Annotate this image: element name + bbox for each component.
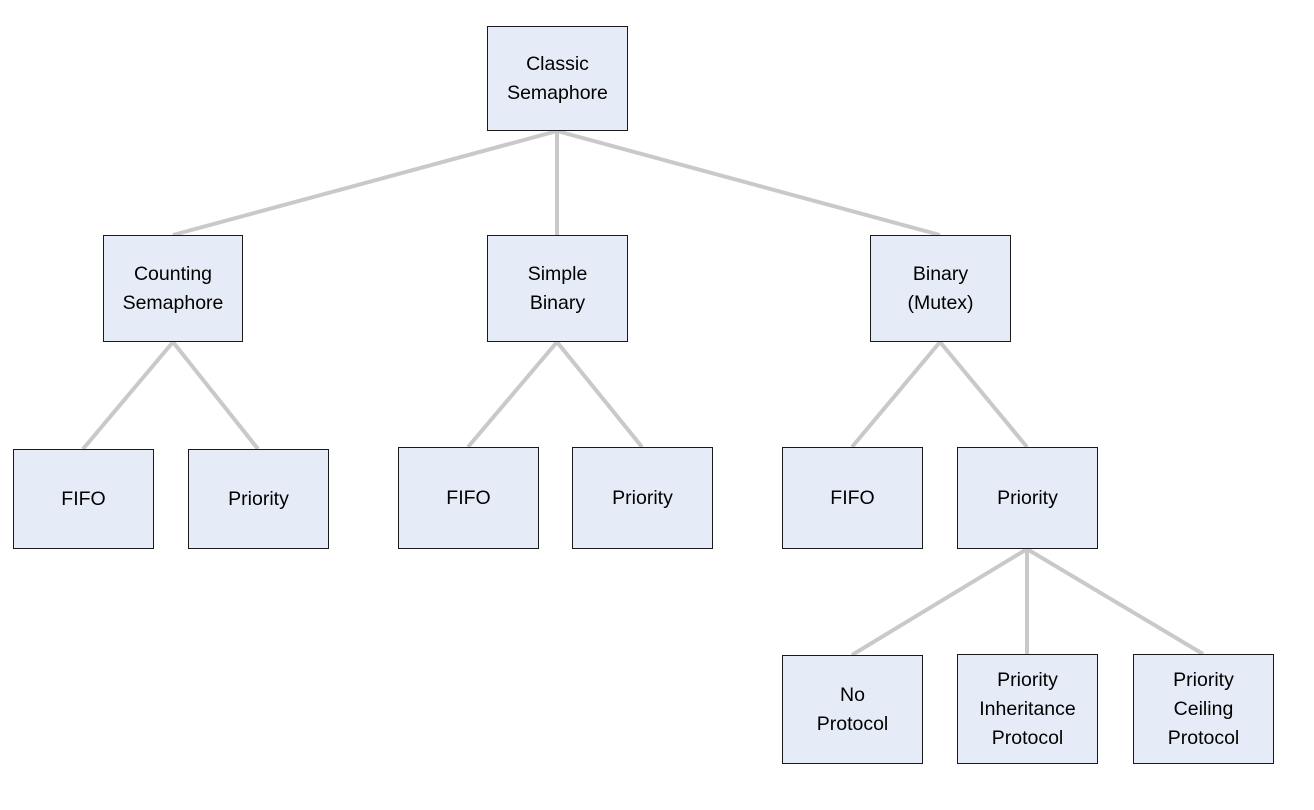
edge-m-priority-to-pcp — [1025, 547, 1205, 656]
edge-counting-to-c-fifo — [81, 340, 175, 451]
node-s-priority[interactable]: Priority — [572, 447, 713, 549]
edge-simple-to-s-priority — [555, 340, 644, 449]
edge-mutex-to-m-fifo — [850, 340, 942, 449]
node-s-fifo[interactable]: FIFO — [398, 447, 539, 549]
node-simple[interactable]: Simple Binary — [487, 235, 628, 342]
node-no-proto[interactable]: No Protocol — [782, 655, 923, 764]
node-pcp[interactable]: Priority Ceiling Protocol — [1133, 654, 1274, 764]
edge-counting-to-c-priority — [171, 340, 260, 451]
node-pip[interactable]: Priority Inheritance Protocol — [957, 654, 1098, 764]
node-counting[interactable]: Counting Semaphore — [103, 235, 243, 342]
node-root[interactable]: Classic Semaphore — [487, 26, 628, 131]
edge-mutex-to-m-priority — [938, 340, 1029, 449]
node-m-fifo[interactable]: FIFO — [782, 447, 923, 549]
edge-m-priority-to-no-proto — [850, 547, 1029, 657]
edge-root-to-mutex — [556, 129, 941, 237]
node-mutex[interactable]: Binary (Mutex) — [870, 235, 1011, 342]
node-c-fifo[interactable]: FIFO — [13, 449, 154, 549]
edge-root-to-counting — [172, 129, 558, 237]
node-m-priority[interactable]: Priority — [957, 447, 1098, 549]
edge-simple-to-s-fifo — [466, 340, 559, 449]
node-c-priority[interactable]: Priority — [188, 449, 329, 549]
